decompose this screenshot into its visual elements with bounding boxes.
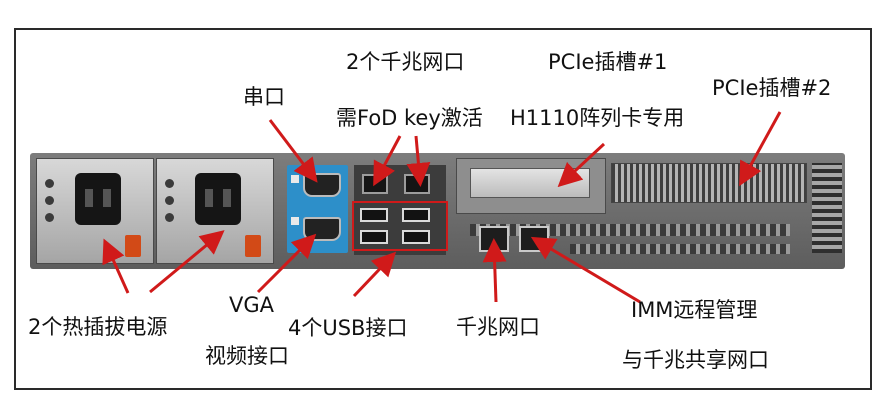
label-pcie1-note: H1110阵列卡专用: [510, 106, 685, 130]
label-psu: 2个热插拔电源: [28, 315, 168, 339]
label-fod-note: 需FoD key激活: [336, 106, 483, 130]
arrow-pcie2: [739, 111, 782, 187]
power-supply-2: [156, 158, 274, 264]
psu-release-latch: [245, 235, 261, 257]
arrow-usb: [352, 251, 397, 298]
label-imm: IMM远程管理: [631, 298, 758, 322]
psu-led-icon: [45, 179, 55, 239]
arrow-gbe-2: [406, 135, 431, 187]
label-pcie1: PCIe插槽#1: [548, 50, 668, 74]
arrow-imm: [530, 236, 641, 304]
arrow-serial: [268, 119, 318, 183]
arrow-gbe-1: [373, 135, 402, 187]
psu-led-icon: [165, 179, 175, 239]
power-supply-1: [36, 158, 154, 264]
arrow-psu-2: [149, 230, 225, 294]
usb-port-1: [360, 208, 388, 222]
label-serial: 串口: [243, 85, 285, 109]
chassis-vent-row: [570, 244, 790, 254]
label-imm-note: 与千兆共享网口: [622, 348, 769, 372]
pcie-slot-2-vent: [611, 163, 807, 203]
chassis-side-vent: [812, 163, 842, 253]
usb-port-2: [402, 208, 430, 222]
arrow-psu-1: [102, 238, 130, 294]
label-pcie2: PCIe插槽#2: [712, 76, 832, 100]
power-socket-icon: [195, 173, 241, 225]
psu-release-latch: [125, 235, 141, 257]
label-vga-note: 视频接口: [205, 344, 289, 368]
usb-port-4: [402, 230, 430, 244]
usb-highlight-box: [352, 201, 448, 251]
usb-port-3: [360, 230, 388, 244]
arrow-vga: [256, 233, 317, 294]
arrow-pcie1: [557, 142, 606, 188]
label-usb: 4个USB接口: [288, 316, 408, 340]
power-socket-icon: [75, 173, 121, 225]
label-gbe: 千兆网口: [456, 315, 540, 339]
arrow-gbe: [482, 238, 507, 303]
vga-port-marker: [291, 217, 299, 225]
label-dual-gbe: 2个千兆网口: [346, 50, 465, 74]
chassis-vent-row: [470, 224, 790, 236]
label-vga: VGA: [229, 293, 275, 317]
